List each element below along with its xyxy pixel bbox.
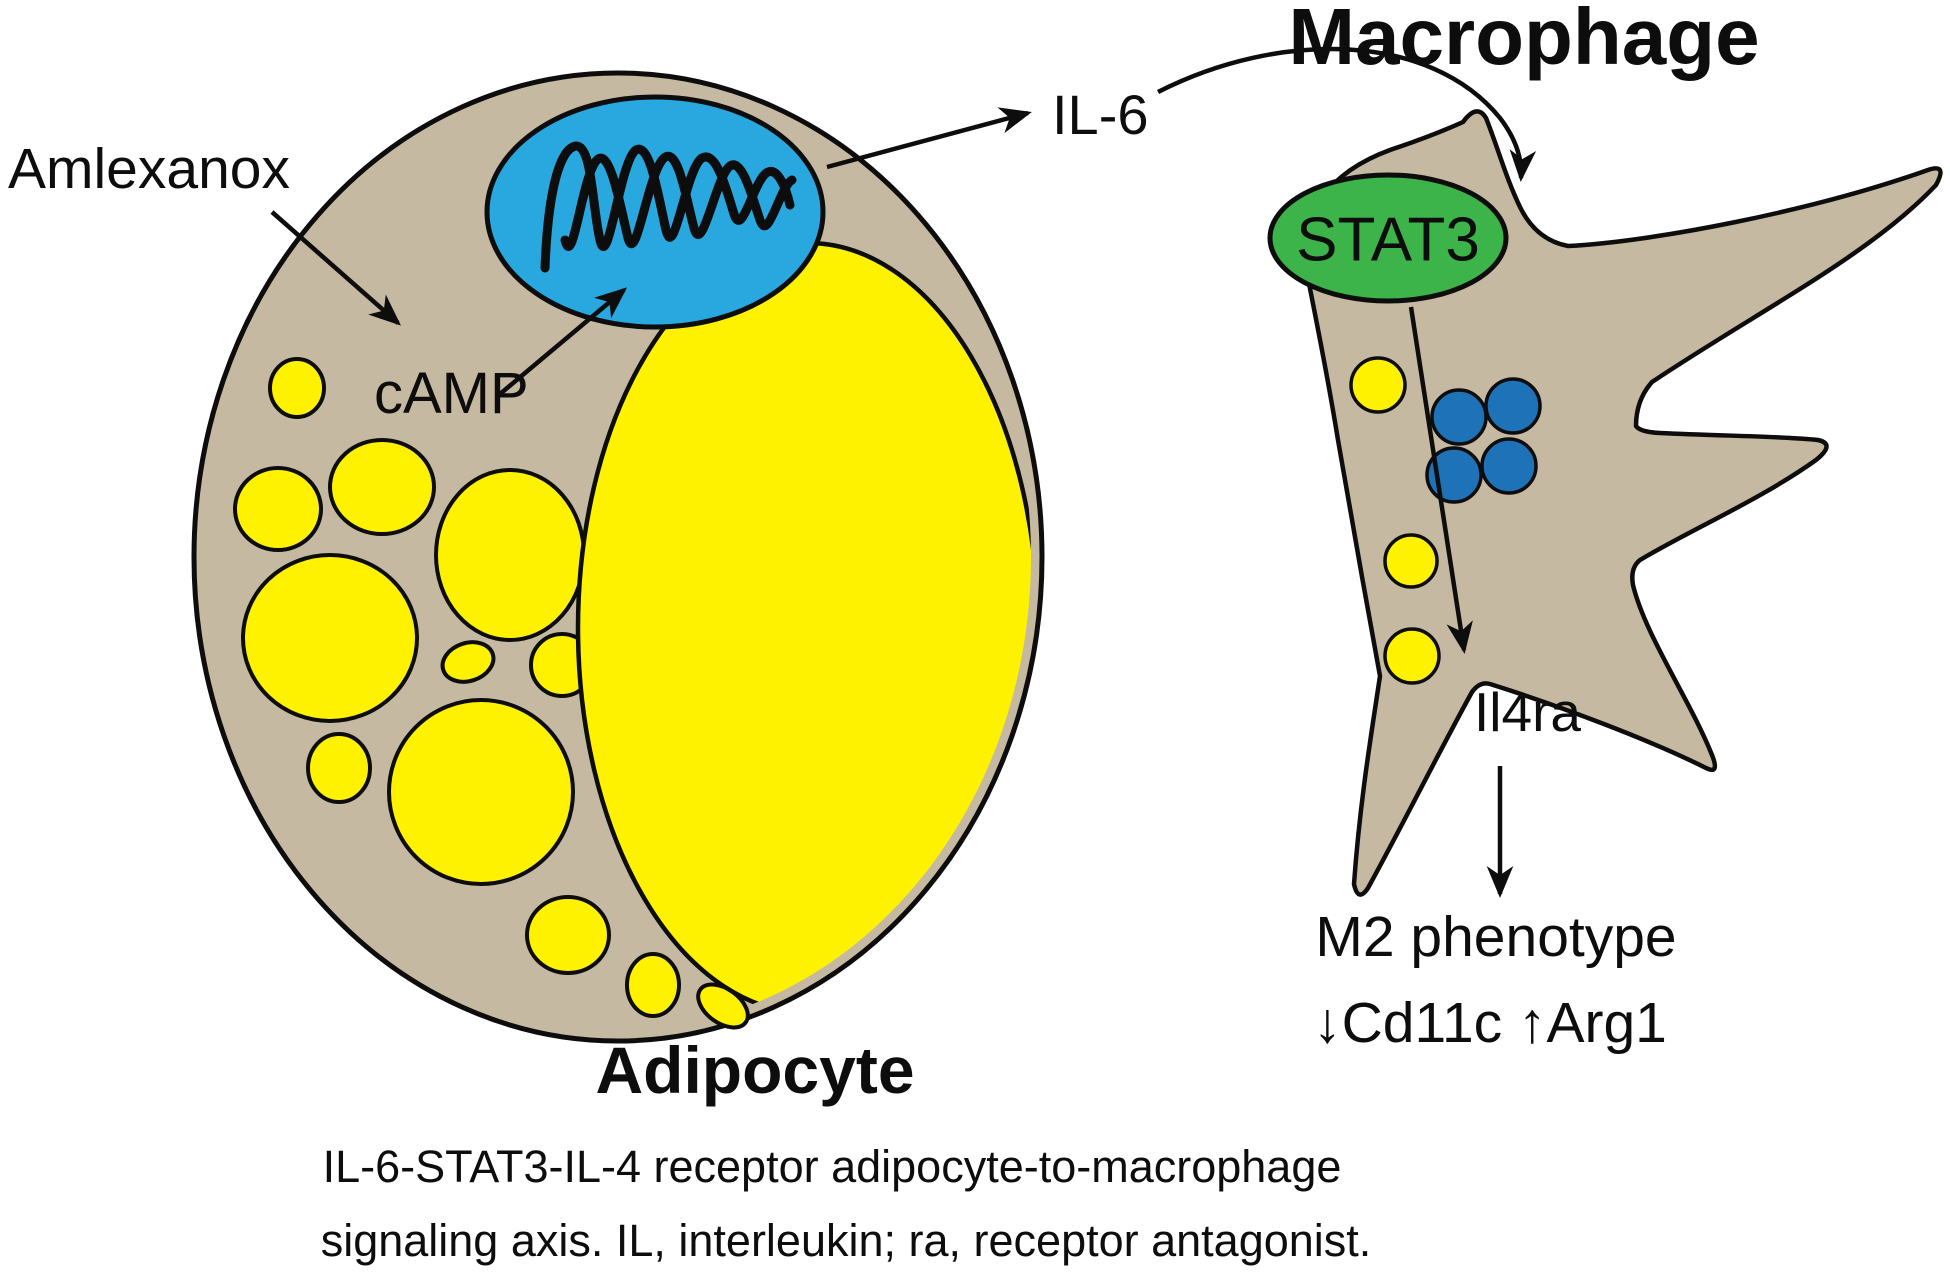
arrow-camp-to-nucleus: [498, 287, 628, 396]
macrophage-blue-vesicle: [1430, 388, 1488, 446]
lipid-droplet: [328, 438, 436, 536]
lipid-droplet: [387, 698, 575, 886]
lipid-droplet: [440, 640, 496, 684]
amlexanox-label: Amlexanox: [8, 137, 290, 201]
lipid-droplet: [306, 732, 372, 804]
arrow-il6-to-macrophage: [1156, 46, 1537, 182]
m2-markers-label: ↓Cd11c ↑Arg1: [1313, 991, 1667, 1055]
lipid-droplet: [241, 553, 419, 723]
macrophage-cell-body: [1302, 109, 1943, 897]
il6-label: IL-6: [1052, 83, 1149, 146]
main-lipid-droplet: [575, 240, 1031, 1016]
stat3-label: STAT3: [1296, 205, 1480, 275]
macrophage-blue-vesicle: [1480, 437, 1538, 495]
macrophage-yellow-vesicle: [1383, 533, 1439, 589]
lipid-droplet: [525, 895, 611, 975]
lipid-droplet: [233, 466, 323, 552]
macrophage-blue-vesicle: [1484, 377, 1542, 435]
caption-line-1: IL-6-STAT3-IL-4 receptor adipocyte-to-ma…: [322, 1141, 1342, 1192]
dna-coil-icon: [540, 141, 797, 273]
arrow-amlexanox-to-cell: [270, 210, 402, 326]
macrophage-title: Macrophage: [1288, 0, 1760, 81]
lipid-droplet: [625, 952, 681, 1018]
lipid-droplet: [434, 468, 586, 642]
macrophage-yellow-vesicle: [1349, 356, 1407, 414]
camp-label: cAMP: [374, 361, 529, 426]
m2-phenotype-label: M2 phenotype: [1315, 905, 1677, 969]
stat3-ellipse: [1267, 172, 1509, 304]
adipocyte-nucleus: [484, 94, 826, 330]
arrow-stat3-to-il4ra: [1408, 306, 1473, 654]
caption-line-2: signaling axis. IL, interleukin; ra, rec…: [320, 1215, 1372, 1266]
lipid-droplet: [268, 357, 326, 419]
macrophage-yellow-vesicle: [1383, 627, 1441, 685]
adipocyte-title: Adipocyte: [595, 1033, 915, 1107]
il4ra-label: Il4ra: [1474, 681, 1581, 743]
arrow-nucleus-to-il6: [826, 107, 1032, 170]
